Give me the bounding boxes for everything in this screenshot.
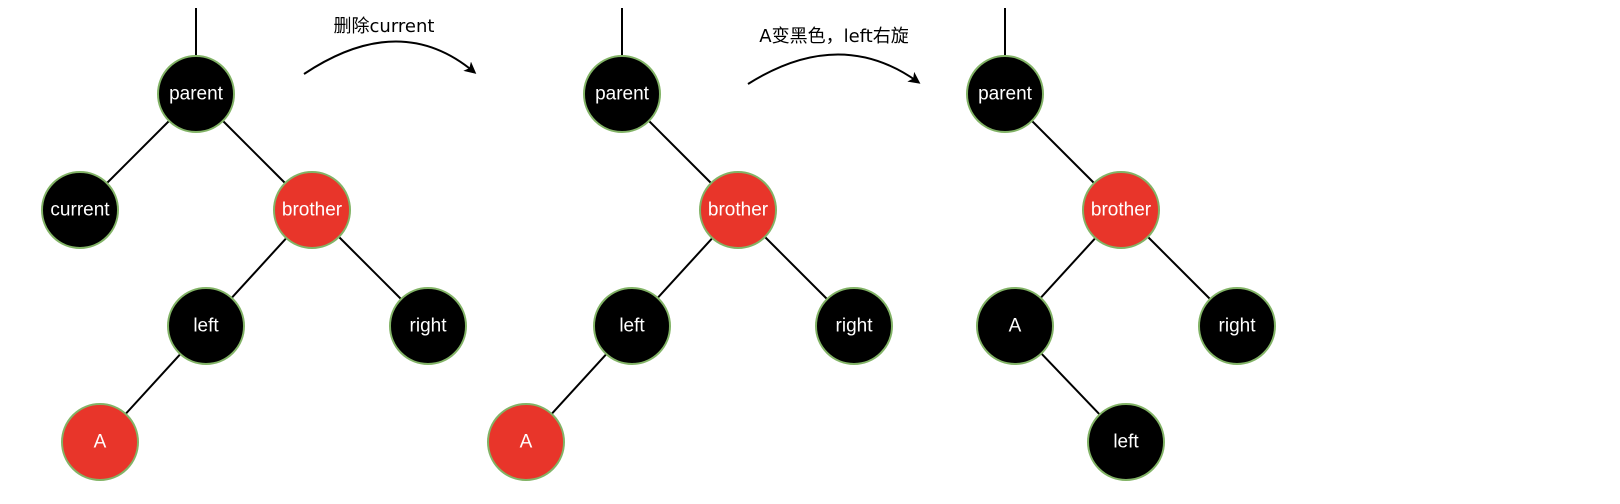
node-circle — [976, 287, 1054, 365]
node-label: brother — [708, 200, 769, 221]
step-3-node-left: left — [1087, 403, 1165, 481]
step-1-node-parent: parent — [157, 55, 235, 133]
step-2-node-a: A — [487, 403, 565, 481]
step-2-node-left: left — [593, 287, 671, 365]
step-3-edge-a-left — [1040, 352, 1101, 416]
step-2-node-parent: parent — [583, 55, 661, 133]
transition-captions: 删除current A变黑色，left右旋 — [334, 16, 909, 47]
node-circle — [487, 403, 565, 481]
transition-arrow-1 — [303, 40, 477, 75]
node-circle — [61, 403, 139, 481]
node-label: parent — [978, 84, 1033, 105]
node-label: A — [94, 432, 107, 453]
node-circle — [41, 171, 119, 249]
node-label: right — [836, 316, 874, 337]
step-1-node-brother: brother — [273, 171, 351, 249]
node-circle — [699, 171, 777, 249]
step-2-node-brother: brother — [699, 171, 777, 249]
node-label: right — [410, 316, 448, 337]
node-label: A — [1009, 316, 1022, 337]
step-3-node-brother: brother — [1082, 171, 1160, 249]
node-circle — [1198, 287, 1276, 365]
transition-caption-1: 删除current — [334, 16, 435, 37]
node-circle — [966, 55, 1044, 133]
node-label: left — [619, 316, 645, 337]
node-circle — [583, 55, 661, 133]
step-2-edge-brother-right — [764, 236, 828, 300]
transition-arrow-2 — [747, 53, 921, 85]
step-1-node-left: left — [167, 287, 245, 365]
transition-arrows — [303, 40, 921, 85]
node-circle — [1087, 403, 1165, 481]
node-label: parent — [595, 84, 650, 105]
node-circle — [815, 287, 893, 365]
node-circle — [1082, 171, 1160, 249]
step-2-edge-parent-brother — [648, 120, 712, 184]
step-3-node-parent: parent — [966, 55, 1044, 133]
node-label: brother — [282, 200, 343, 221]
node-circle — [593, 287, 671, 365]
transition-caption-2: A变黑色，left右旋 — [759, 26, 908, 47]
step-3-edge-parent-brother — [1031, 120, 1095, 184]
node-label: left — [193, 316, 219, 337]
node-label: right — [1219, 316, 1257, 337]
node-label: A — [520, 432, 533, 453]
step-3-node-a: A — [976, 287, 1054, 365]
step-1-node-a: A — [61, 403, 139, 481]
node-label: current — [50, 200, 110, 221]
node-circle — [167, 287, 245, 365]
step-1-edge-parent-brother — [222, 120, 286, 184]
node-circle — [389, 287, 467, 365]
step-1-edge-left-a — [124, 353, 182, 415]
tree-edges — [106, 8, 1211, 416]
node-label: brother — [1091, 200, 1152, 221]
step-1-edge-brother-right — [338, 236, 402, 300]
step-2-edge-brother-left — [656, 237, 714, 299]
step-1-node-current: current — [41, 171, 119, 249]
step-3-edge-brother-a — [1039, 237, 1097, 299]
step-3-edge-brother-right — [1147, 236, 1211, 300]
step-1-edge-parent-current — [106, 120, 170, 184]
node-circle — [273, 171, 351, 249]
node-label: left — [1113, 432, 1139, 453]
step-2-edge-left-a — [550, 353, 608, 415]
node-circle — [157, 55, 235, 133]
node-label: parent — [169, 84, 224, 105]
step-2-node-right: right — [815, 287, 893, 365]
step-1-edge-brother-left — [230, 237, 288, 299]
step-3-node-right: right — [1198, 287, 1276, 365]
step-1-node-right: right — [389, 287, 467, 365]
